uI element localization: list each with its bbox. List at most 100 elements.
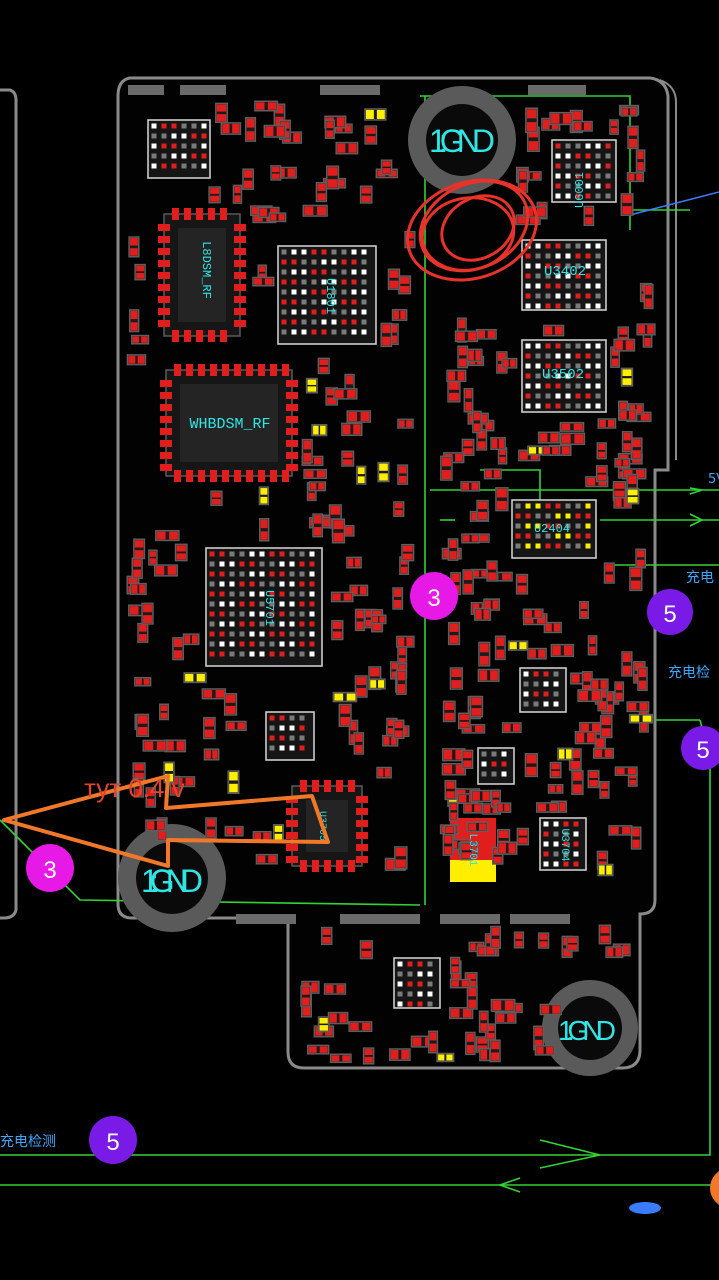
edge-marker-partial	[710, 1171, 719, 1205]
component-pad	[490, 925, 501, 949]
chip-label-u6001: U6001	[573, 172, 587, 208]
component-pad	[317, 357, 330, 375]
edge-marker-partial-blue	[629, 1202, 661, 1214]
component-pad	[442, 834, 454, 856]
component-pad	[472, 410, 482, 434]
component-pad	[466, 821, 489, 833]
component-pad	[537, 431, 560, 444]
component-pad	[635, 149, 646, 172]
component-pad	[463, 387, 474, 413]
component-pad	[466, 348, 483, 362]
component-pad	[457, 712, 471, 730]
bga-chip-bottom	[393, 957, 441, 1009]
marker-3-middle[interactable]: 3	[410, 572, 458, 620]
component-pad	[362, 1047, 375, 1065]
component-pad	[380, 322, 393, 348]
component-pad	[592, 747, 615, 759]
component-pad	[338, 703, 352, 727]
component-pad	[315, 181, 328, 203]
qfn-whbdsm-rf	[160, 364, 298, 482]
component-pad	[183, 672, 207, 684]
marker-5-right-upper[interactable]: 5	[647, 589, 693, 635]
component-pad	[232, 184, 243, 204]
chip-label-u5701: U5701	[262, 590, 276, 626]
marker-5-right-lower[interactable]: 5	[681, 726, 719, 770]
component-pad	[474, 607, 492, 621]
component-pad	[537, 932, 550, 949]
component-pad	[534, 1045, 556, 1056]
component-pad	[311, 423, 328, 437]
component-pad	[477, 668, 500, 682]
component-pad	[516, 827, 530, 846]
component-pad	[308, 481, 327, 492]
component-pad	[597, 863, 614, 877]
component-pad	[444, 779, 457, 801]
component-pad	[559, 421, 585, 432]
component-pad	[302, 204, 328, 217]
component-pad	[478, 641, 491, 667]
component-pad	[335, 141, 359, 155]
marker-3-left[interactable]: 3	[26, 844, 74, 892]
component-pad	[643, 284, 654, 310]
component-pad	[630, 437, 643, 460]
component-pad	[497, 447, 508, 465]
component-pad	[133, 538, 146, 560]
component-pad	[396, 669, 407, 695]
component-pad	[609, 119, 619, 135]
component-pad	[449, 1007, 474, 1020]
chip-label-u1801: U1801	[323, 278, 337, 314]
component-pad	[326, 165, 340, 190]
component-pad	[210, 490, 223, 507]
component-pad	[495, 1012, 517, 1024]
gnd-pad-top	[408, 86, 516, 194]
component-pad	[469, 695, 484, 718]
component-pad	[527, 647, 547, 660]
component-pad	[507, 640, 529, 651]
component-pad	[454, 330, 479, 343]
component-pad	[346, 410, 372, 423]
component-pad	[397, 418, 414, 429]
component-pad	[356, 465, 367, 485]
component-pad	[550, 643, 575, 658]
component-pad	[330, 591, 354, 603]
component-pad	[635, 548, 647, 569]
component-pad	[259, 517, 270, 542]
chip-label-u3502: U3502	[542, 367, 584, 383]
component-pad	[354, 608, 366, 632]
component-pad	[164, 739, 187, 753]
gnd-label-right: 1:GND	[558, 1015, 616, 1046]
component-pads	[126, 100, 656, 1065]
component-pad	[522, 608, 544, 619]
component-pad	[590, 678, 609, 691]
chip-label-l8dsm-rf: L8DSM_RF	[199, 241, 213, 299]
component-pad	[349, 584, 369, 597]
component-pad	[462, 569, 474, 595]
svg-text:5: 5	[696, 737, 709, 764]
component-pad	[205, 817, 217, 839]
side-label-charge: 充电	[686, 570, 714, 586]
component-pad	[428, 1030, 439, 1054]
component-pad	[637, 666, 648, 691]
chip-label-u3704: U3704	[558, 828, 570, 861]
marker-5-bottom[interactable]: 5	[89, 1116, 137, 1164]
left-board-edge	[0, 88, 18, 920]
component-pad	[541, 445, 561, 456]
component-pad	[448, 801, 459, 822]
component-pad	[486, 560, 498, 582]
component-pad	[461, 533, 480, 544]
component-pad	[465, 1031, 476, 1056]
component-pad	[254, 100, 279, 112]
component-pad	[597, 418, 617, 429]
component-pad	[329, 1053, 352, 1064]
svg-text:5: 5	[106, 1129, 119, 1156]
component-pad	[387, 268, 401, 290]
component-pad	[258, 486, 270, 506]
component-pad	[270, 165, 282, 181]
component-pad	[268, 212, 287, 223]
component-pad	[608, 825, 633, 836]
component-pad	[129, 582, 147, 596]
component-pad	[513, 931, 525, 949]
chip-packages	[147, 119, 617, 1009]
